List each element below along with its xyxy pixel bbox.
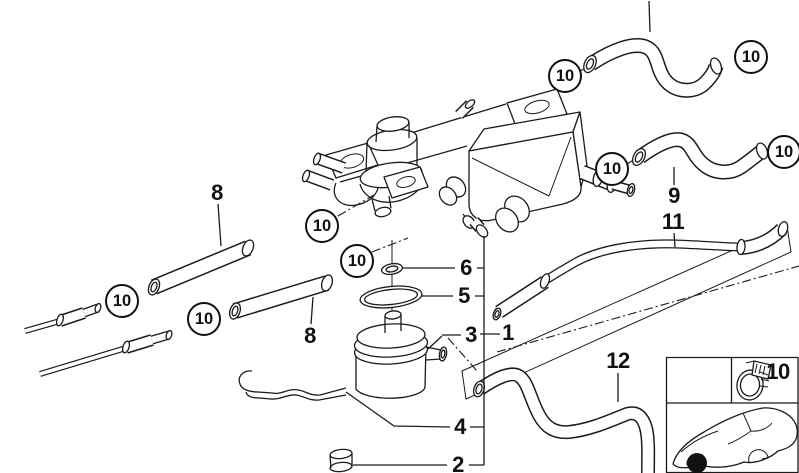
hose-top-drawing [583, 38, 724, 98]
car-silhouette [672, 407, 798, 473]
location-dot [687, 453, 707, 473]
part-4: 4 [454, 414, 466, 439]
valve-assembly-drawing [301, 88, 636, 238]
retaining-clip-drawing [238, 370, 347, 401]
part-1: 1 [502, 320, 514, 345]
part-8-upper: 8 [211, 180, 223, 205]
part-5: 5 [458, 283, 470, 308]
clamp-10-a: 10 [305, 209, 339, 243]
clamp-10-f: 10 [734, 40, 768, 74]
clamp-icon [736, 360, 772, 401]
inset-box [665, 356, 799, 473]
o-ring-small-drawing [380, 262, 404, 276]
part-3: 3 [465, 322, 477, 347]
clamp-10-h: 10 [767, 135, 799, 169]
part-12: 12 [606, 348, 630, 373]
clamp-10-c: 10 [187, 302, 221, 336]
tube-upper-drawing [147, 239, 255, 296]
part-8-lower: 8 [304, 323, 316, 348]
hose-11-drawing [492, 221, 789, 321]
fuel-line-lower-drawing [39, 329, 173, 377]
hose-9-drawing [631, 132, 769, 180]
bushing-drawing [329, 448, 353, 473]
inset-clamp-label: 10 [766, 359, 790, 384]
clamp-10-d: 10 [340, 244, 374, 278]
tube-lower-drawing [228, 274, 334, 320]
leader-lines [217, 0, 676, 466]
fuel-damper-drawing [353, 310, 448, 399]
part-9: 9 [668, 183, 680, 208]
clamp-10-b: 10 [105, 284, 139, 318]
part-6: 6 [460, 255, 472, 280]
hose-12-drawing [472, 367, 656, 473]
o-ring-large-drawing [359, 285, 423, 309]
clamp-10-g: 10 [595, 152, 629, 186]
clamp-10-e: 10 [548, 59, 582, 93]
part-11: 11 [661, 209, 685, 234]
part-2: 2 [452, 452, 464, 473]
fuel-line-upper-drawing [24, 302, 102, 334]
